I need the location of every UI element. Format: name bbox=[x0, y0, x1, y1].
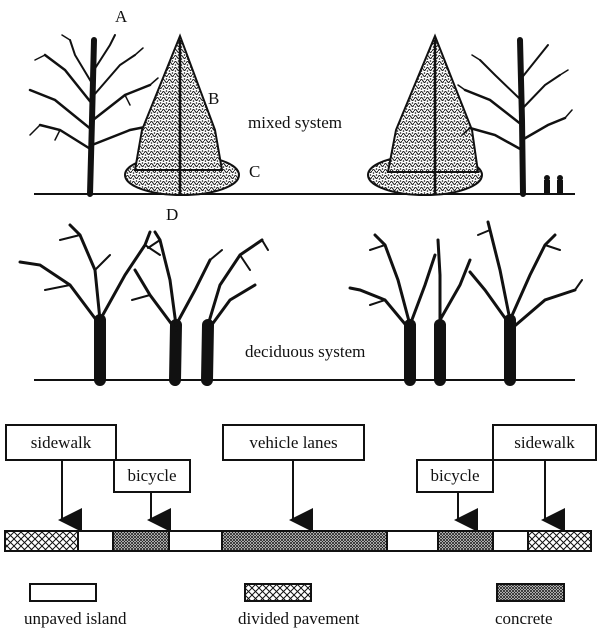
box-vehicle-lanes: vehicle lanes bbox=[222, 424, 365, 461]
conifer-b-left bbox=[133, 33, 224, 194]
box-bicycle-left: bicycle bbox=[113, 459, 191, 493]
label-arrows bbox=[58, 460, 565, 532]
legend-divided-swatch bbox=[244, 583, 312, 602]
label-mixed-system: mixed system bbox=[248, 113, 342, 132]
box-bicycle-right: bicycle bbox=[416, 459, 494, 493]
label-deciduous-system: deciduous system bbox=[245, 342, 366, 361]
legend-concrete-label: concrete bbox=[495, 609, 553, 628]
label-a: A bbox=[115, 7, 128, 26]
tree-deciduous-right bbox=[457, 37, 573, 197]
vehicle-lanes-segment bbox=[221, 530, 388, 552]
small-figures bbox=[544, 175, 563, 194]
sidewalk-left-segment bbox=[4, 530, 79, 552]
deciduous-tree-left-1 bbox=[18, 223, 161, 386]
deciduous-tree-right-1 bbox=[348, 233, 437, 386]
tree-a-deciduous bbox=[28, 34, 159, 197]
deciduous-tree-left-3 bbox=[201, 238, 269, 386]
legend-divided-label: divided pavement bbox=[238, 609, 360, 628]
label-c: C bbox=[249, 162, 261, 181]
deciduous-system-panel bbox=[18, 220, 583, 386]
sidewalk-right-segment bbox=[527, 530, 592, 552]
legend-unpaved-label: unpaved island bbox=[24, 609, 127, 628]
label-b: B bbox=[208, 89, 220, 108]
pavement-strip bbox=[4, 530, 592, 552]
legend-unpaved-swatch bbox=[29, 583, 97, 602]
legend-concrete-swatch bbox=[496, 583, 565, 602]
box-sidewalk-right: sidewalk bbox=[492, 424, 597, 461]
label-d: D bbox=[166, 205, 179, 224]
deciduous-tree-right-3 bbox=[468, 220, 583, 386]
mixed-system-panel bbox=[28, 33, 575, 197]
deciduous-tree-right-2 bbox=[434, 238, 472, 386]
conifer-right bbox=[386, 33, 480, 194]
deciduous-tree-left-2 bbox=[131, 230, 223, 386]
bicycle-right-segment bbox=[437, 530, 494, 552]
bicycle-left-segment bbox=[112, 530, 170, 552]
box-sidewalk-left: sidewalk bbox=[5, 424, 117, 461]
